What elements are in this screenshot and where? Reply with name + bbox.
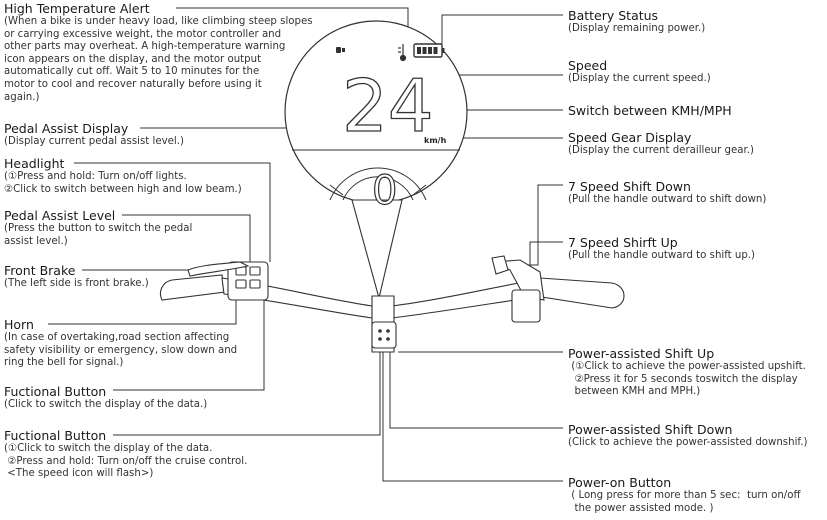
- label-functional-button-1: Fuctional Button (Click to switch the di…: [4, 384, 207, 412]
- label-title: 7 Speed Shirft Up: [568, 235, 678, 250]
- label-desc: (Click to switch the display of the data…: [4, 399, 208, 410]
- leader-power-on: [382, 340, 563, 482]
- label-power-on-button: Power-on Button ( Long press for more th…: [568, 475, 801, 515]
- label-desc: (When a bike is under heavy load, like c…: [4, 16, 313, 103]
- label-functional-button-2: Fuctional Button (①Click to switch the d…: [4, 428, 247, 481]
- display-pointer: [351, 199, 403, 299]
- gear-arc: [329, 167, 427, 201]
- label-desc: (①Click to achieve the power-assisted up…: [571, 361, 806, 398]
- center-control-pod: [371, 321, 397, 349]
- label-horn: Horn (In case of overtaking,road section…: [4, 317, 237, 370]
- leader-shift-down: [500, 184, 563, 266]
- label-desc: (Pull the handle outward to shift up.): [568, 250, 756, 261]
- right-grip: [539, 277, 625, 309]
- leader-headlight: [74, 162, 271, 262]
- leader-pa-shift-down: [389, 345, 563, 429]
- label-power-assisted-shift-up: Power-assisted Shift Up (①Click to achie…: [568, 346, 806, 399]
- label-title: Pedal Assist Display: [4, 121, 129, 136]
- battery-icon: [413, 43, 445, 58]
- label-title: Switch between KMH/MPH: [568, 103, 732, 118]
- label-desc: (①Click to switch the display of the dat…: [4, 443, 248, 480]
- label-desc: ( Long press for more than 5 sec: turn o…: [571, 490, 801, 514]
- label-power-assisted-shift-down: Power-assisted Shift Down (Click to achi…: [568, 422, 807, 450]
- label-desc: (Display current pedal assist level.): [4, 136, 184, 147]
- label-title: 7 Speed Shift Down: [568, 179, 691, 194]
- label-desc: (The left side is front brake.): [4, 278, 149, 289]
- label-desc: (Display the current speed.): [568, 73, 711, 84]
- label-high-temperature-alert: High Temperature Alert (When a bike is u…: [4, 1, 313, 104]
- label-7-speed-shift-up: 7 Speed Shirft Up (Pull the handle outwa…: [568, 235, 755, 263]
- label-desc: (Press the button to switch the pedal as…: [4, 223, 193, 247]
- speed-digit-1: 24: [342, 64, 434, 148]
- label-desc: (Display the current derailleur gear.): [568, 145, 754, 156]
- gear-digit: 0: [372, 168, 397, 214]
- right-thumb-lever: [491, 255, 509, 275]
- label-front-brake: Front Brake (The left side is front brak…: [4, 263, 149, 291]
- label-speed: Speed (Display the current speed.): [568, 58, 711, 86]
- left-grip: [159, 274, 226, 301]
- leader-battery: [441, 14, 563, 44]
- label-title: Power-assisted Shift Down: [568, 422, 733, 437]
- speed-unit: km/h: [424, 136, 447, 145]
- label-title: Speed: [568, 58, 608, 73]
- label-desc: (Click to achieve the power-assisted dow…: [568, 437, 808, 448]
- label-desc: (In case of overtaking,road section affe…: [4, 332, 238, 369]
- label-desc: (Pull the handle outward to shift down): [568, 194, 767, 205]
- label-title: Power-on Button: [568, 475, 672, 490]
- label-title: Front Brake: [4, 263, 76, 278]
- label-title: Power-assisted Shift Up: [568, 346, 715, 361]
- label-title: Headlight: [4, 156, 65, 171]
- leader-pedal-assist-level: [122, 214, 251, 268]
- label-desc: (Display remaining power.): [568, 23, 706, 34]
- label-switch-kmh-mph: Switch between KMH/MPH: [568, 103, 732, 118]
- label-speed-gear-display: Speed Gear Display (Display the current …: [568, 130, 754, 158]
- leader-functional-button-2: [113, 348, 381, 436]
- label-title: Pedal Assist Level: [4, 208, 116, 223]
- label-battery-status: Battery Status (Display remaining power.…: [568, 8, 705, 36]
- right-control-pod: [511, 289, 541, 323]
- label-desc: (①Press and hold: Turn on/off lights. ②C…: [4, 171, 242, 195]
- temperature-icon: [398, 44, 407, 62]
- headlight-icon: [336, 47, 345, 53]
- leader-functional-button-1: [113, 298, 265, 391]
- label-title: Battery Status: [568, 8, 659, 23]
- label-7-speed-shift-down: 7 Speed Shift Down (Pull the handle outw…: [568, 179, 766, 207]
- label-pedal-assist-display: Pedal Assist Display (Display current pe…: [4, 121, 184, 149]
- label-title: Fuctional Button: [4, 428, 107, 443]
- label-title: Fuctional Button: [4, 384, 107, 399]
- label-pedal-assist-level: Pedal Assist Level (Press the button to …: [4, 208, 192, 248]
- label-title: Speed Gear Display: [568, 130, 692, 145]
- left-brake-lever: [187, 261, 250, 277]
- label-title: High Temperature Alert: [4, 1, 150, 16]
- label-title: Horn: [4, 317, 34, 332]
- label-headlight: Headlight (①Press and hold: Turn on/off …: [4, 156, 242, 196]
